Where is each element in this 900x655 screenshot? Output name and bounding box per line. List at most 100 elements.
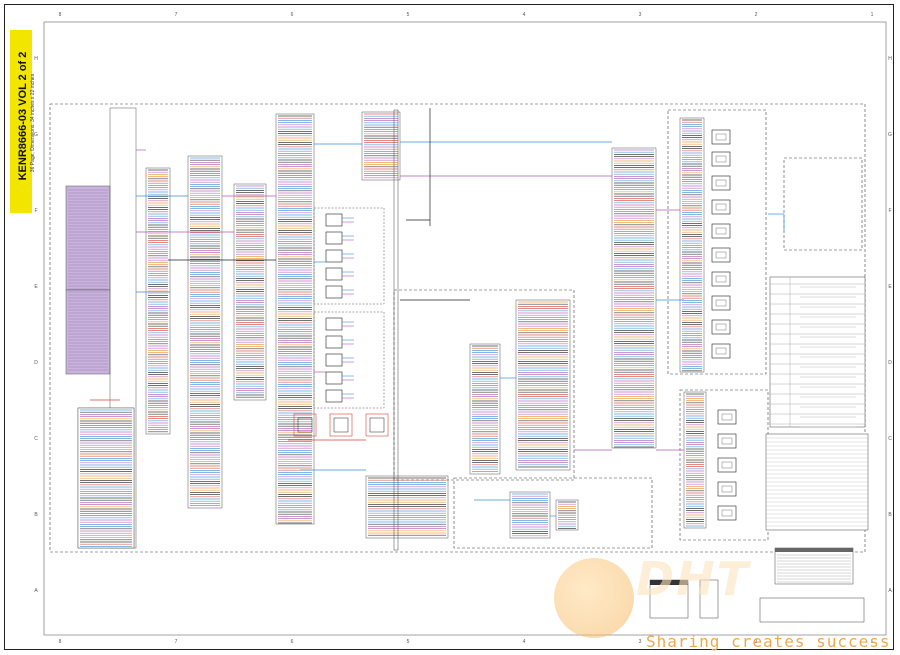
component-symbol [711,223,731,239]
row-letter: H [888,56,892,62]
connector-strip [611,147,657,449]
inner-border [43,21,887,636]
column-number: 1 [871,639,874,645]
watermark-slogan: Sharing creates success [646,632,891,651]
column-number: 6 [291,12,294,18]
relay-group-upper [313,207,385,305]
component-symbol [711,129,731,145]
component-detail [721,485,733,493]
row-letter: G [888,132,892,138]
connector-strip [515,299,571,471]
column-number: 5 [407,639,410,645]
component-symbol [717,481,737,497]
relay-symbol [325,285,343,299]
component-symbol [711,271,731,287]
component-detail [721,509,733,517]
connector-strip [679,117,705,373]
component-detail [715,251,727,259]
row-letter: A [888,588,892,594]
column-number: 7 [175,12,178,18]
component-symbol [717,409,737,425]
column-number: 3 [639,639,642,645]
column-number: 4 [523,12,526,18]
row-letter: F [888,208,891,214]
component-symbol [717,457,737,473]
relay-box [293,413,317,437]
watermark: DHT Sharing creates success [548,548,900,655]
ecm-pin-group-lower [65,289,111,375]
document-title-label: KENR8666-03 VOL 2 of 2 36 Page, Dimensio… [10,30,36,213]
relay-symbol [325,353,343,367]
column-number: 3 [639,12,642,18]
connector-table [765,433,869,531]
relay-coil [333,417,349,433]
row-letter: D [34,360,38,366]
row-letter: B [34,512,38,518]
column-number: 1 [871,12,874,18]
right-harness-upper [667,109,767,375]
row-letter: A [34,588,38,594]
connector-strips [68,111,707,549]
relay-symbol [325,213,343,227]
wire-runs [90,108,785,517]
notes-table [769,276,866,428]
relay-coil [297,417,313,433]
column-number: 8 [59,12,62,18]
component-symbol [711,319,731,335]
relay-symbol [325,389,343,403]
harness-boundary [49,103,866,553]
component-symbol [711,151,731,167]
component-detail [715,133,727,141]
row-letter: B [888,512,892,518]
component-detail [715,155,727,163]
component-symbol [711,199,731,215]
drawing-border [4,4,894,650]
connector-strip [233,183,267,401]
far-right-option-region [783,157,863,251]
relay-symbols [293,129,737,521]
relay-symbol [325,231,343,245]
wire-color-legend [774,547,854,585]
column-number: 2 [755,639,758,645]
component-detail [721,437,733,445]
row-letter: H [34,56,38,62]
component-symbol [717,433,737,449]
component-detail [715,299,727,307]
column-number: 2 [755,12,758,18]
connector-strip [361,111,401,181]
component-detail [715,323,727,331]
column-number: 6 [291,639,294,645]
row-letter: C [888,436,892,442]
relay-coil [369,417,385,433]
column-number: 5 [407,12,410,18]
column-number: 8 [59,639,62,645]
row-letter: C [34,436,38,442]
title-block [649,579,865,623]
row-letter: G [34,132,38,138]
component-detail [721,461,733,469]
component-detail [715,179,727,187]
relay-symbol [325,317,343,331]
column-number: 7 [175,639,178,645]
component-symbol [711,295,731,311]
relay-box [365,413,389,437]
component-detail [715,347,727,355]
relay-symbol [325,335,343,349]
relay-symbol [325,249,343,263]
component-detail [715,227,727,235]
center-trunk [393,109,399,551]
component-detail [715,275,727,283]
row-letter: D [888,360,892,366]
component-symbol [711,175,731,191]
connector-strip [509,491,551,539]
relay-box [329,413,353,437]
relay-symbol [325,267,343,281]
row-letter: F [34,208,37,214]
watermark-brand: DHT [636,552,751,606]
component-symbol [711,247,731,263]
component-detail [721,413,733,421]
